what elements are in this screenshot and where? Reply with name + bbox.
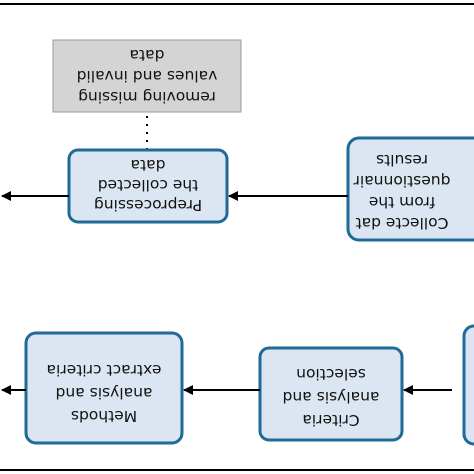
criteria-line-2: analysis and [283, 388, 380, 406]
preprocess-line-2: the collected [98, 176, 199, 194]
preprocess-box: Preprocessing the collected data [67, 148, 229, 224]
collect-line-2: from the [369, 193, 435, 211]
note-line-1: removing missing [78, 88, 216, 106]
preprocess-line-3: data [131, 156, 166, 174]
note-box: removing missing values and invalid data [52, 39, 242, 113]
methods-line-1: Methods [71, 407, 137, 425]
criteria-box: Criteria analysis and selection [258, 346, 404, 442]
collect-line-3: questionnair [353, 172, 451, 190]
offscreen-box [462, 324, 474, 446]
preprocess-line-1: Preprocessing [94, 196, 202, 214]
methods-box: Methods analysis and extract criteria [24, 331, 184, 445]
criteria-line-1: Criteria [302, 411, 359, 429]
collect-line-1: Collecte dat [356, 214, 449, 232]
methods-line-2: analysis and [56, 384, 153, 402]
note-line-2: values and invalid [77, 67, 218, 85]
criteria-line-3: selection [296, 365, 366, 383]
collect-line-4: results [376, 151, 428, 169]
methods-line-3: extract criteria [47, 361, 162, 379]
collect-box: Collecte dat from the questionnair resul… [346, 136, 474, 242]
note-line-3: data [130, 46, 165, 64]
